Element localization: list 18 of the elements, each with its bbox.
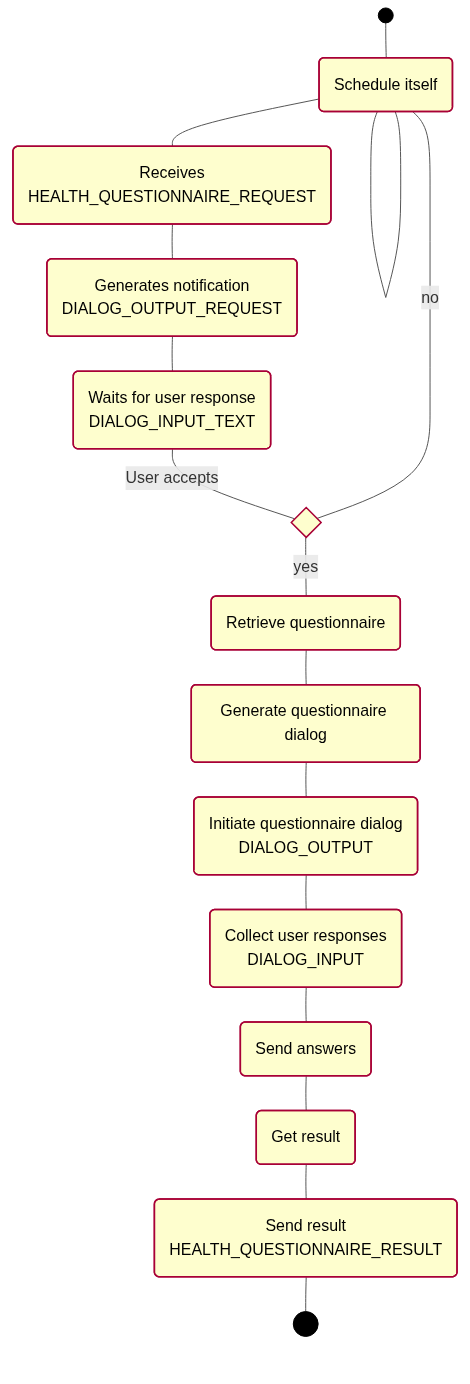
connector — [370, 111, 402, 298]
edge-label: yes — [293, 557, 319, 575]
edge-label: User accepts — [125, 469, 219, 487]
connector — [305, 762, 307, 799]
connector — [316, 111, 431, 519]
node-diamond — [290, 506, 323, 539]
connector — [385, 22, 387, 59]
node-circle — [292, 1311, 319, 1337]
connector — [171, 336, 173, 373]
connector — [305, 1164, 307, 1201]
connector — [305, 874, 307, 911]
connector — [305, 1075, 307, 1112]
connector — [305, 987, 307, 1023]
connector — [305, 649, 307, 686]
connector — [171, 223, 173, 260]
node-circle — [377, 7, 394, 24]
edge-label: no — [421, 288, 439, 306]
connector — [305, 1276, 307, 1313]
